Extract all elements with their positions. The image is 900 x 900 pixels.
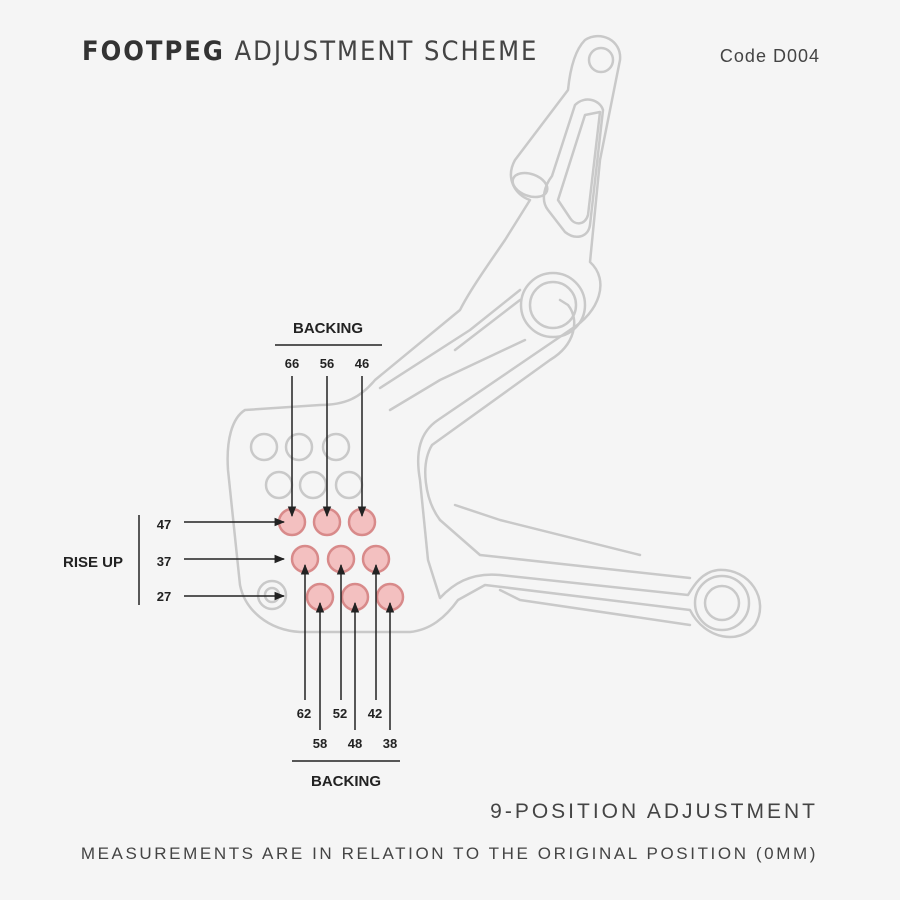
title-light: ADJUSTMENT SCHEME: [234, 36, 539, 67]
bottom-arrows: [300, 563, 395, 730]
rise-up-label: RISE UP: [63, 554, 123, 571]
top-arrows: [287, 376, 367, 518]
bracket-outline: [226, 34, 762, 639]
rise-value-47: 47: [157, 517, 171, 532]
page-title: FOOTPEG ADJUSTMENT SCHEME: [82, 36, 538, 67]
top-value-56: 56: [320, 356, 334, 371]
rise-arrows: [184, 517, 286, 601]
top-value-46: 46: [355, 356, 369, 371]
adjustment-caption: 9-POSITION ADJUSTMENT: [490, 800, 818, 823]
bottom-value-42: 42: [368, 706, 382, 721]
unused-holes: [249, 432, 364, 500]
measurement-note: MEASUREMENTS ARE IN RELATION TO THE ORIG…: [80, 844, 818, 863]
backing-top-label: BACKING: [293, 320, 363, 337]
bottom-value-52: 52: [333, 706, 347, 721]
title-bold: FOOTPEG: [82, 36, 225, 67]
rise-value-37: 37: [157, 554, 171, 569]
rise-value-27: 27: [157, 589, 171, 604]
bottom-value-58: 58: [313, 736, 327, 751]
bottom-value-62: 62: [297, 706, 311, 721]
bottom-value-38: 38: [383, 736, 397, 751]
backing-bottom-label: BACKING: [311, 773, 381, 790]
bottom-value-48: 48: [348, 736, 362, 751]
product-code: Code D004: [719, 46, 820, 66]
top-value-66: 66: [285, 356, 299, 371]
